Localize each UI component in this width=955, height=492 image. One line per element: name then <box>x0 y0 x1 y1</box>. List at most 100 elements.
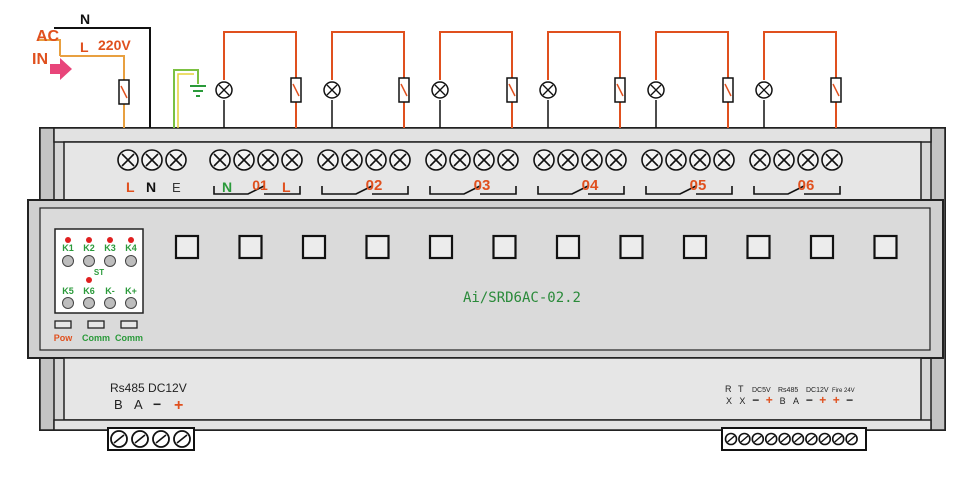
key-label: K3 <box>104 243 116 253</box>
terminal-screw-icon <box>449 149 471 171</box>
key-kplus[interactable]: K+ <box>125 286 137 309</box>
key-label: K1 <box>62 243 74 253</box>
plug-screw-icon <box>845 432 858 446</box>
manual-button-12[interactable] <box>873 234 898 260</box>
manual-button-6[interactable] <box>492 234 517 260</box>
right-label-fire: Fire 24V <box>832 388 855 394</box>
indicator-button-label: Comm <box>82 333 110 343</box>
key-button[interactable] <box>83 297 95 309</box>
terminal-screw-icon <box>117 149 139 171</box>
indicator-button-label: Comm <box>115 333 143 343</box>
terminal-screw-icon <box>209 149 231 171</box>
key-kminus[interactable]: K- <box>104 286 116 309</box>
terminal-screw-icon <box>557 149 579 171</box>
power-terminal-labels: L N E N L <box>126 179 291 195</box>
plug-screw-icon <box>751 432 765 446</box>
key-label: K- <box>105 286 115 296</box>
key-button[interactable] <box>125 297 137 309</box>
left-pin-minus: − <box>153 396 161 412</box>
key-button[interactable] <box>104 297 116 309</box>
indicator-comm-button[interactable]: Comm <box>115 320 143 343</box>
terminal-screw-icon <box>233 149 255 171</box>
key-button[interactable] <box>83 255 95 267</box>
right-label-r: R <box>725 384 732 394</box>
key-button[interactable] <box>104 255 116 267</box>
channel-label-03: 03 <box>474 177 491 194</box>
terminal-label-n: N <box>146 179 156 195</box>
ac-label: AC <box>36 28 60 45</box>
key-label: K4 <box>125 243 137 253</box>
right-label-t: T <box>738 384 744 394</box>
neutral-label: N <box>80 11 90 27</box>
left-pin-plus: + <box>174 397 183 414</box>
indicator-comm-button[interactable]: Comm <box>82 320 110 343</box>
lamp-icon <box>323 81 341 99</box>
relay-switch-icon <box>645 185 697 195</box>
key-button[interactable] <box>125 255 137 267</box>
manual-button-7[interactable] <box>555 234 581 260</box>
manual-button-row <box>174 234 898 260</box>
model-label: Ai/SRD6AC-02.2 <box>463 290 581 306</box>
fuse-icon <box>614 77 626 103</box>
terminal-screw-icon <box>389 149 411 171</box>
manual-button-5[interactable] <box>428 234 454 260</box>
channel-label-04: 04 <box>582 177 599 194</box>
right-pin-label: B <box>780 396 786 406</box>
left-pin-a: A <box>134 397 143 412</box>
relay-switch-icon <box>753 185 805 195</box>
plug-screw-icon <box>791 432 805 446</box>
manual-button-8[interactable] <box>619 234 644 260</box>
load-circuit-2 <box>323 31 410 128</box>
load-circuit-4 <box>539 31 626 128</box>
right-pin-label: − <box>752 393 759 407</box>
manual-button-11[interactable] <box>809 234 835 260</box>
indicator-pow-button[interactable]: Pow <box>54 320 74 343</box>
manual-button-10[interactable] <box>746 234 771 260</box>
fuse-icon <box>722 77 734 103</box>
plug-screw-icon <box>152 430 170 448</box>
fuse-icon <box>290 77 302 103</box>
right-pin-label: − <box>846 393 853 407</box>
manual-button-4[interactable] <box>365 234 390 260</box>
plug-screw-icon <box>738 432 751 446</box>
key-k4[interactable]: K4 <box>125 237 137 267</box>
st-label: ST <box>94 268 104 277</box>
led-icon <box>86 277 92 283</box>
manual-button-3[interactable] <box>301 234 327 260</box>
load-circuit-1 <box>215 31 302 128</box>
right-pin-label: + <box>819 393 826 407</box>
right-pin-label: + <box>766 393 773 407</box>
right-label-rs485: Rs485 <box>778 387 798 394</box>
terminal-screw-icon <box>165 149 187 171</box>
fuse-icon <box>506 77 518 103</box>
load-circuit-6 <box>755 31 842 128</box>
right-pin-label: − <box>806 393 813 407</box>
key-button[interactable] <box>62 255 74 267</box>
manual-button-9[interactable] <box>682 234 708 260</box>
key-label: K5 <box>62 286 74 296</box>
right-label-dc5v: DC5V <box>752 387 771 394</box>
lamp-icon <box>647 81 665 99</box>
plug-screw-icon <box>764 432 778 446</box>
key-k3[interactable]: K3 <box>104 237 116 267</box>
manual-button-1[interactable] <box>174 234 200 260</box>
terminal-screw-icon <box>689 149 711 171</box>
relay-switch-icon <box>537 185 589 195</box>
right-pin-label: A <box>793 396 799 406</box>
key-k2[interactable]: K2 <box>83 237 95 267</box>
led-icon <box>86 237 92 243</box>
lamp-icon <box>755 81 773 99</box>
right-label-dc12v: DC12V <box>806 387 829 394</box>
terminal-screw-icon <box>581 149 603 171</box>
manual-button-2[interactable] <box>238 234 263 260</box>
channel-label-06: 06 <box>798 177 815 194</box>
load-circuits <box>215 31 842 128</box>
key-k5[interactable]: K5 <box>62 286 74 309</box>
key-k1[interactable]: K1 <box>62 237 74 267</box>
key-k6[interactable]: K6 <box>83 277 95 309</box>
fuse-icon <box>398 77 410 103</box>
terminal-screw-icon <box>281 149 303 171</box>
voltage-label: 220V <box>98 37 131 53</box>
key-button[interactable] <box>62 297 74 309</box>
